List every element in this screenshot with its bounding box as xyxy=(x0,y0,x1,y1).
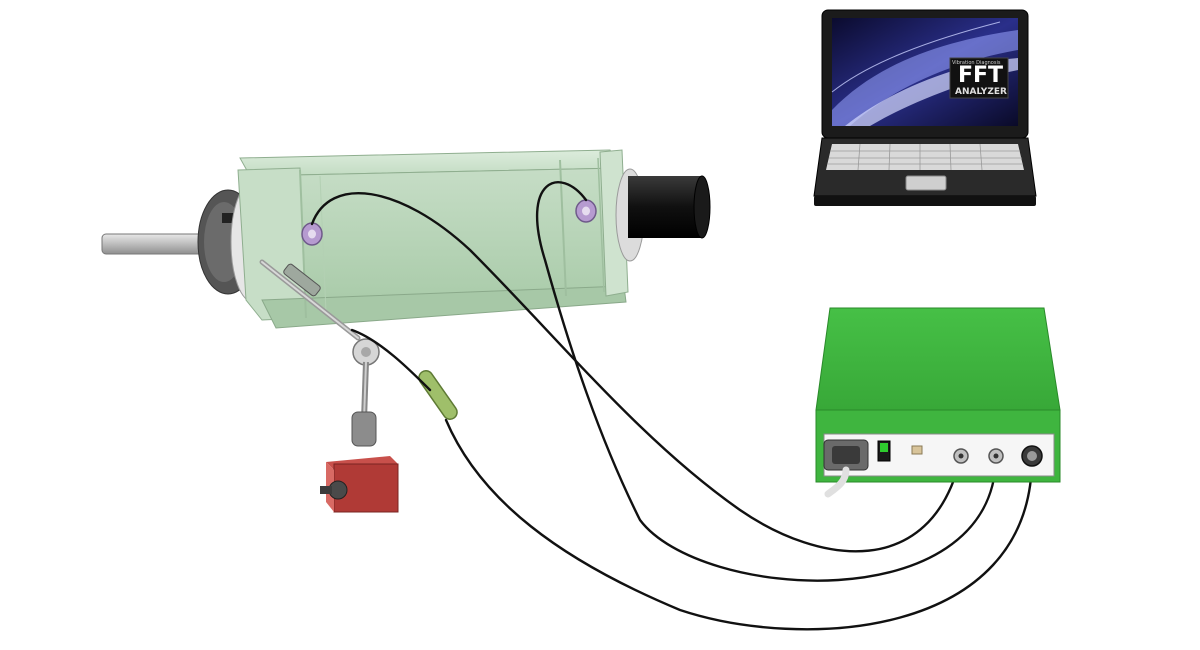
spindle-unit xyxy=(101,149,711,329)
magnetic-base xyxy=(320,456,399,513)
laptop-keyboard xyxy=(826,144,1024,170)
screen-brand-text: FFT xyxy=(958,63,1003,88)
screen-small-text: Vibration Diagnosis xyxy=(952,60,1001,66)
screen-caption-text: ANALYZER xyxy=(955,87,1007,97)
laptop-touchpad xyxy=(905,175,947,191)
input-connector-1 xyxy=(953,448,969,464)
drive-motor xyxy=(628,176,702,238)
power-connector xyxy=(823,439,869,498)
usb-port xyxy=(911,445,923,455)
spindle-base xyxy=(261,285,627,329)
accelerometer-rear xyxy=(575,199,597,223)
cable-probe xyxy=(350,328,432,392)
probe-stand xyxy=(259,259,399,513)
accelerometer-front xyxy=(301,222,323,246)
cable-front-sensor xyxy=(310,192,962,553)
signal-cables xyxy=(310,181,1034,631)
spindle-shaft xyxy=(101,233,215,255)
inline-preamp xyxy=(418,370,458,420)
cable-preamp xyxy=(444,418,1034,631)
input-connector-2 xyxy=(988,448,1004,464)
spindle-left-plate xyxy=(237,167,307,321)
analyzer-top xyxy=(815,307,1061,411)
cable-rear-sensor xyxy=(535,181,998,582)
displacement-probe xyxy=(283,263,321,297)
fft-analyzer-box xyxy=(815,307,1061,498)
laptop: FFT ANALYZER Vibration Diagnosis xyxy=(813,9,1037,206)
input-connector-3 xyxy=(1021,445,1043,467)
